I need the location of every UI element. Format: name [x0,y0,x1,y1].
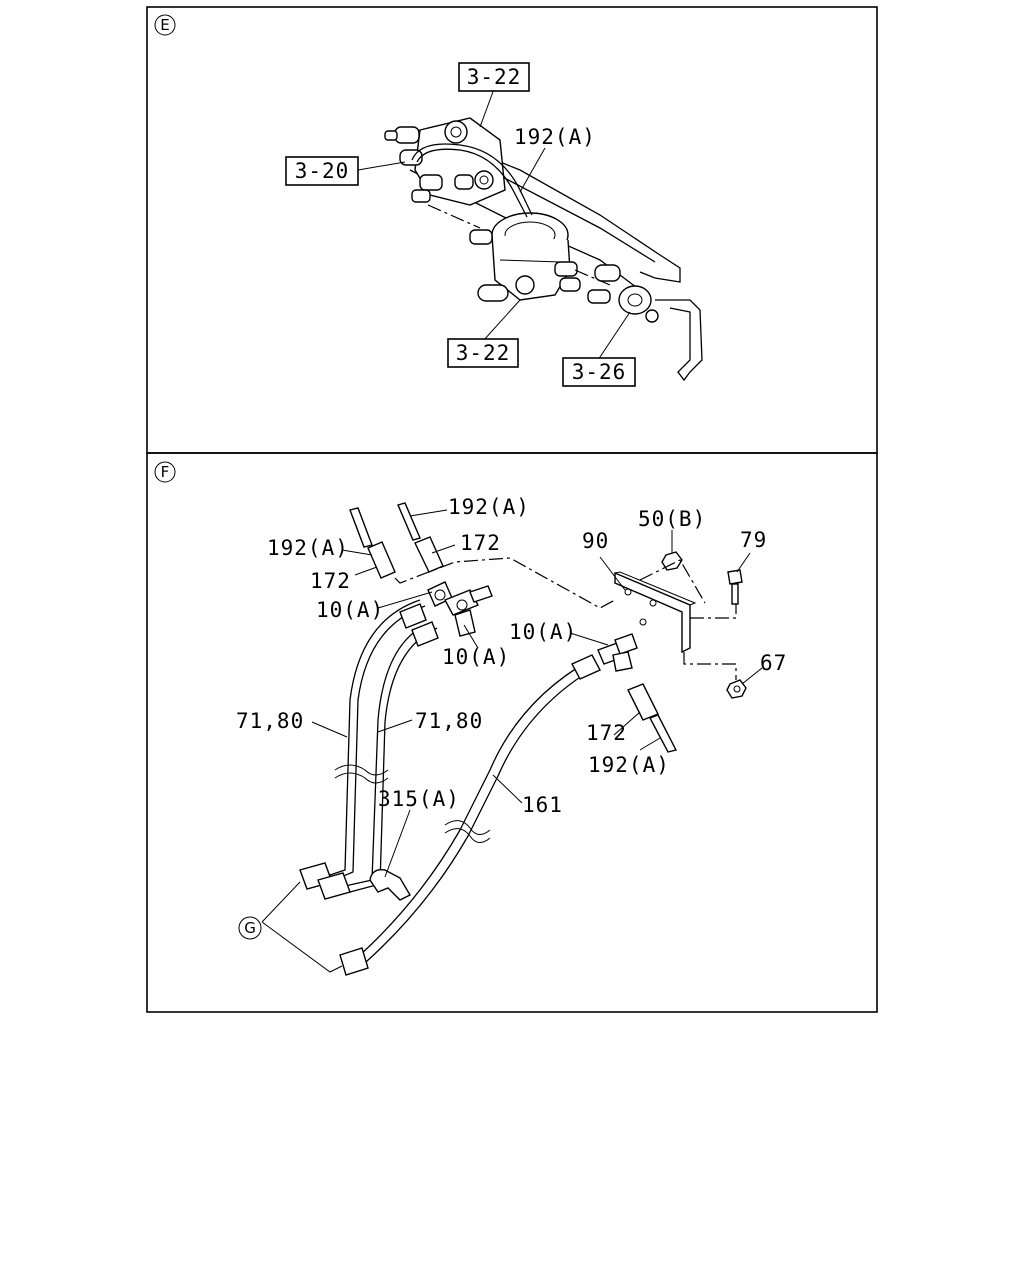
callout-50b: 50(B) [638,507,706,531]
callout-71-80-left: 71,80 [236,709,304,733]
panel-f: F [146,452,878,1013]
callout-90: 90 [582,529,609,553]
panel-e: E [146,6,878,454]
callout-79: 79 [740,528,767,552]
panel-e-marker: E [160,16,169,34]
callout-192a-top-right: 192(A) [448,495,530,519]
callout-192a-panel-e: 192(A) [514,125,596,149]
panel-f-marker: F [161,463,170,481]
callout-315a: 315(A) [378,787,460,811]
callout-161: 161 [522,793,563,817]
ref-box-3-20: 3-20 [295,159,350,183]
callout-172-left: 172 [310,569,351,593]
sub-marker-g: G [244,919,256,937]
ref-box-3-22-top: 3-22 [467,65,522,89]
ref-box-3-22-bottom: 3-22 [456,341,511,365]
ref-box-3-26: 3-26 [572,360,627,384]
callout-10a-right: 10(A) [509,620,577,644]
callout-10a-center: 10(A) [442,645,510,669]
callout-192a-right: 192(A) [588,753,670,777]
callout-10a-left: 10(A) [316,598,384,622]
callout-172-top: 172 [460,531,501,555]
callout-71-80-right: 71,80 [415,709,483,733]
callout-67: 67 [760,651,787,675]
callout-192a-top-left: 192(A) [267,536,349,560]
callout-172-right: 172 [586,721,627,745]
valve-assembly-illustration [384,117,703,382]
piping-illustration [261,502,747,976]
